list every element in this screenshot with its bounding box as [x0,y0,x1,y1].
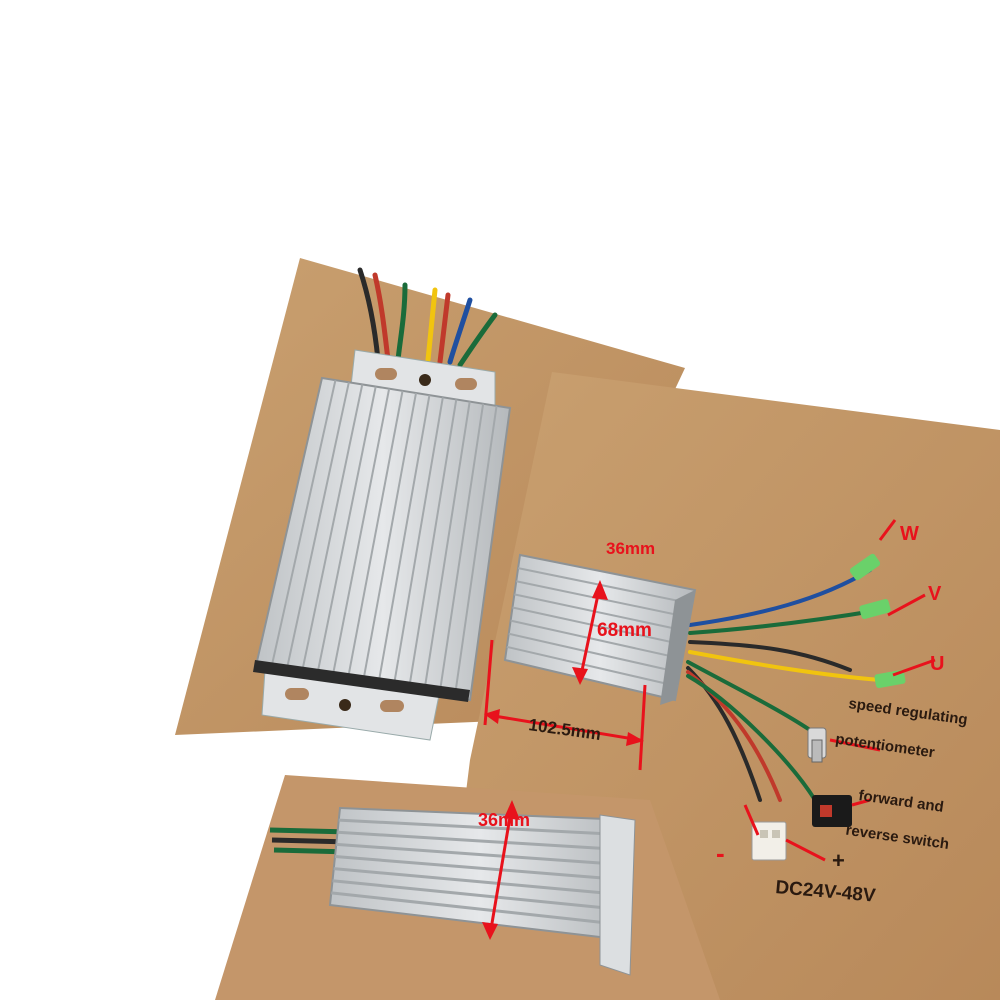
connector-v [859,599,891,619]
heatsink-fin [284,382,350,675]
dimension-markers [483,519,936,936]
minus-label: - [716,838,725,868]
heatsink-fin [315,386,377,679]
dim-width-label: 68mm [597,620,652,641]
bracket-slot [380,700,404,712]
heatsink-fin [361,392,417,686]
heatsink-fin [334,855,628,882]
heatsink-fin [438,403,485,696]
power-connector-icon [751,821,787,861]
heatsink-fin [331,891,626,927]
heatsink-fin [510,619,683,660]
heatsink-fin [346,390,404,684]
bracket-hole [419,374,431,386]
heatsink-fin [330,388,391,681]
phase-u-label: U [930,653,944,675]
plus-label: + [832,848,845,873]
heatsink-fin [506,645,678,688]
bracket-slot [375,368,397,380]
side-view-fins [331,818,630,927]
heatsink-fin [453,405,498,698]
small-controller-end-cap [660,590,695,705]
heatsink-fin [337,830,629,852]
large-controller-wires [357,267,498,368]
heatsink-fin [392,397,444,690]
heatsink-fin [376,394,431,688]
heatsink-fin [332,879,627,912]
switch-icon [812,795,852,827]
heatsink-fin [333,867,628,897]
heatsink-fin [422,401,471,694]
bracket-slot [455,378,477,390]
heatsink-fin [300,384,364,677]
heatsink-fin [407,399,458,692]
phase-w-label: W [900,523,919,545]
heatsink-fin [517,567,693,605]
heatsink-fin [512,606,686,646]
connector-w [849,553,881,581]
large-controller-end-cap [253,660,470,702]
heatsink-fin [338,818,630,837]
phase-v-label: V [928,583,942,605]
dim-height-top-label: 36mm [606,539,655,558]
large-heatsink-fins [269,379,498,698]
heatsink-fin [336,842,629,867]
heatsink-fin [508,632,681,674]
side-view-end-bracket [599,814,636,976]
bracket-hole [339,699,351,711]
bracket-slot [285,688,309,700]
heatsink-fin [269,379,337,673]
small-controller-wires [686,568,882,802]
dimension-arrowheads [482,580,644,940]
potentiometer-icon [807,727,827,763]
heatsink-fin [514,593,688,633]
dim-height-side-label: 36mm [478,810,530,830]
